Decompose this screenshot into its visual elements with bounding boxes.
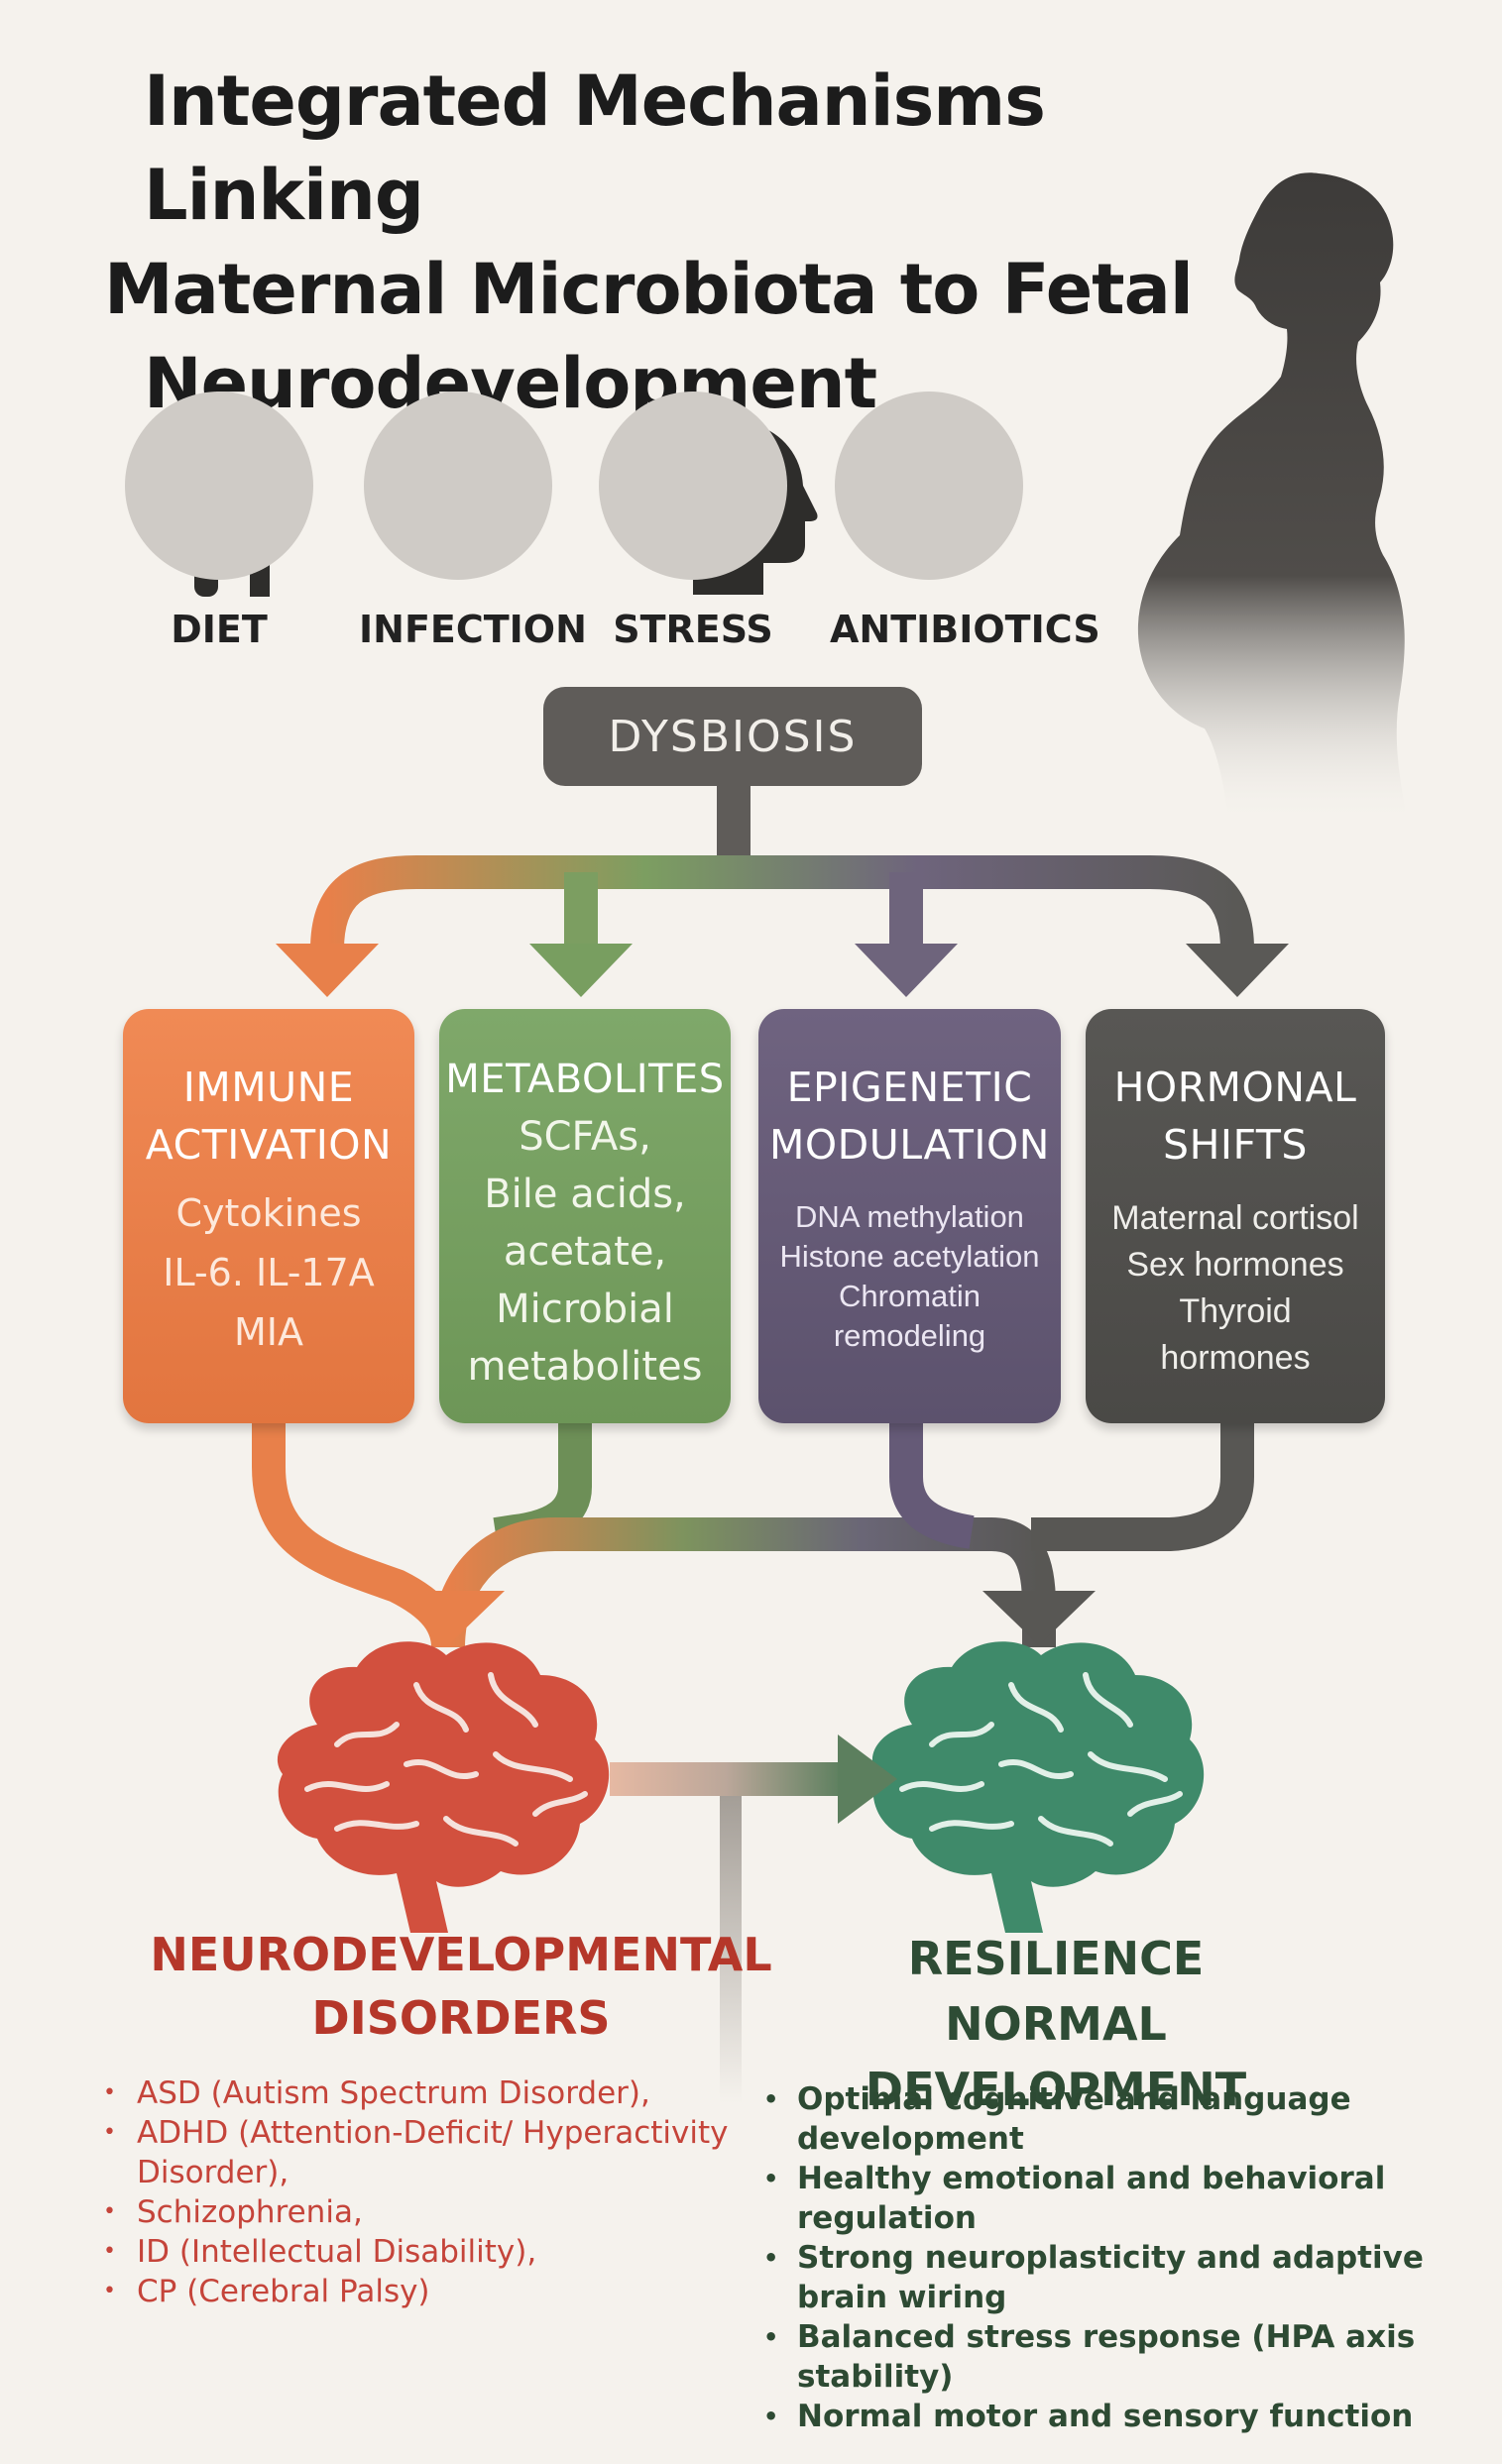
mechanism-title-line: METABOLITES <box>445 1057 725 1102</box>
arrowheads-to-outcomes <box>392 1591 1096 1645</box>
mechanism-title: IMMUNE ACTIVATION <box>123 1059 414 1174</box>
factor-label-stress: STRESS <box>613 608 773 651</box>
list-item: Healthy emotional and behavioral regulat… <box>763 2159 1477 2238</box>
factor-infection: INFECTION <box>359 392 587 651</box>
list-item: Strong neuroplasticity and adaptive brai… <box>763 2238 1477 2317</box>
mechanism-title: EPIGENETIC MODULATION <box>758 1059 1061 1174</box>
disorders-list: ASD (Autism Spectrum Disorder), ADHD (At… <box>103 2073 797 2311</box>
mechanism-detail-line: metabolites <box>467 1344 703 1390</box>
mechanism-title: HORMONAL SHIFTS <box>1086 1059 1385 1174</box>
mechanism-detail-line: acetate, <box>503 1229 667 1275</box>
pregnant-woman-silhouette-icon <box>1137 172 1408 824</box>
factor-circle <box>599 392 787 580</box>
mechanism-immune-activation: IMMUNE ACTIVATION Cytokines IL-6. IL-17A… <box>123 1009 414 1423</box>
mechanism-detail-line: hormones <box>1160 1339 1311 1377</box>
mechanism-detail-line: Cytokines <box>175 1191 362 1235</box>
list-item: Schizophrenia, <box>103 2192 797 2232</box>
mechanism-detail-line: remodeling <box>833 1318 986 1353</box>
mechanism-details: Maternal cortisol Sex hormones Thyroid h… <box>1086 1195 1385 1382</box>
mechanism-detail-line: Chromatin <box>839 1279 981 1313</box>
mechanism-detail-line: Bile acids, <box>484 1172 686 1217</box>
disorders-title-line: NEURODEVELOPMENTAL <box>150 1928 772 1981</box>
factor-label-infection: INFECTION <box>359 608 587 651</box>
dysbiosis-box: DYSBIOSIS <box>543 687 922 786</box>
factor-label-diet: DIET <box>171 608 268 651</box>
mechanism-detail-line: Sex hormones <box>1126 1246 1344 1284</box>
mechanism-detail-line: IL-6. IL-17A <box>163 1251 375 1294</box>
list-item: ID (Intellectual Disability), <box>103 2232 797 2272</box>
dysbiosis-distribution-arrows <box>310 786 1254 951</box>
title-line-1: Integrated Mechanisms Linking <box>144 60 1046 236</box>
green-brain-icon <box>871 1641 1205 1933</box>
factor-antibiotics: ANTIBIOTICS <box>830 392 1100 651</box>
mechanism-detail-line: Microbial <box>496 1287 674 1332</box>
factor-stress: STRESS <box>594 392 792 651</box>
mechanism-details: DNA methylation Histone acetylation Chro… <box>758 1197 1061 1356</box>
mechanism-title: METABOLITES <box>439 1051 731 1108</box>
factor-diet: DIET <box>120 392 318 651</box>
mechanism-detail-line: Thyroid <box>1179 1292 1292 1330</box>
factor-label-antibiotics: ANTIBIOTICS <box>830 608 1100 651</box>
title-line-2: Maternal Microbiota to Fetal <box>104 249 1194 330</box>
resilience-list: Optimal cognitive and language developme… <box>763 2079 1477 2436</box>
factor-circle <box>835 392 1023 580</box>
resilience-title-line: RESILIENCE <box>907 1932 1205 1985</box>
red-brain-icon <box>277 1641 610 1933</box>
mechanism-epigenetic-modulation: EPIGENETIC MODULATION DNA methylation Hi… <box>758 1009 1061 1423</box>
factor-circle <box>125 392 313 580</box>
list-item: Balanced stress response (HPA axis stabi… <box>763 2317 1477 2397</box>
mechanism-detail-line: SCFAs, <box>519 1114 651 1160</box>
convergence-arrows <box>252 1423 1254 1648</box>
page-title: Integrated Mechanisms Linking Maternal M… <box>104 55 1244 431</box>
mechanism-detail-line: Histone acetylation <box>779 1239 1040 1274</box>
disorder-to-resilience-arrow <box>610 1735 897 2103</box>
mechanism-title-line: EPIGENETIC <box>786 1064 1033 1111</box>
mechanism-title-line: IMMUNE <box>182 1064 355 1111</box>
mechanism-hormonal-shifts: HORMONAL SHIFTS Maternal cortisol Sex ho… <box>1086 1009 1385 1423</box>
mechanism-detail-line: Maternal cortisol <box>1111 1199 1359 1237</box>
list-item: Optimal cognitive and language developme… <box>763 2079 1477 2159</box>
list-item: CP (Cerebral Palsy) <box>103 2272 797 2311</box>
mechanism-title-line: MODULATION <box>769 1121 1050 1169</box>
mechanism-title-line: SHIFTS <box>1163 1121 1308 1169</box>
mechanism-detail-line: DNA methylation <box>795 1199 1024 1234</box>
list-item: ADHD (Attention-Deficit/ Hyperactivity D… <box>103 2113 797 2192</box>
list-item: Normal motor and sensory function <box>763 2397 1477 2436</box>
disorders-title-line: DISORDERS <box>311 1991 611 2045</box>
disorders-title: NEURODEVELOPMENTAL DISORDERS <box>79 1923 843 2050</box>
arrowheads-to-mechanisms <box>276 944 1289 997</box>
mechanism-detail-line: MIA <box>234 1310 303 1354</box>
mechanism-details: Cytokines IL-6. IL-17A MIA <box>123 1183 414 1362</box>
list-item: ASD (Autism Spectrum Disorder), <box>103 2073 797 2113</box>
mechanism-title-line: HORMONAL <box>1113 1064 1357 1111</box>
factor-circle <box>364 392 552 580</box>
mechanism-title-line: ACTIVATION <box>145 1121 393 1169</box>
mechanism-details: SCFAs, Bile acids, acetate, Microbial me… <box>439 1108 731 1396</box>
mechanism-metabolites: METABOLITES SCFAs, Bile acids, acetate, … <box>439 1009 731 1423</box>
